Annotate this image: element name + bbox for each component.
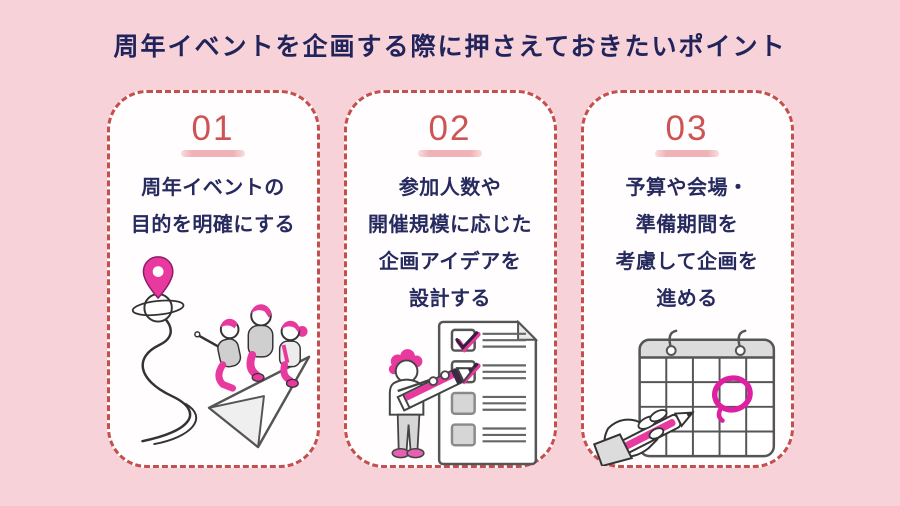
paper-plane-journey-illustration-icon — [131, 256, 311, 449]
page-title: 周年イベントを企画する際に押さえておきたいポイント — [113, 33, 787, 61]
number-underline — [418, 149, 482, 157]
card-02-number-block: 02 — [418, 109, 482, 157]
text-line: 目的を明確にする — [130, 213, 296, 236]
text-line: 設計する — [409, 287, 491, 310]
text-line: 準備期間を — [635, 213, 739, 236]
cards-row: 01 周年イベントの 目的を明確にする — [0, 90, 900, 468]
card-point-03: 03 予算や会場・ 準備期間を 考慮して企画を 進める — [580, 90, 794, 468]
text-line: 考慮して企画を — [615, 250, 759, 273]
card-02-number: 02 — [428, 109, 472, 148]
text-line: 開催規模に応じた — [368, 213, 532, 236]
checklist-illustration-icon — [388, 319, 539, 466]
calendar-circle-illustration-icon — [592, 329, 776, 466]
text-line: 周年イベントの — [141, 176, 285, 199]
card-point-01: 01 周年イベントの 目的を明確にする — [106, 90, 320, 468]
card-03-text: 予算や会場・ 準備期間を 考慮して企画を 進める — [616, 170, 759, 318]
card-03-number: 03 — [665, 109, 709, 148]
card-02-text: 参加人数や 開催規模に応じた 企画アイデアを 設計する — [368, 170, 532, 318]
card-03-number-block: 03 — [655, 109, 719, 157]
text-line: 参加人数や — [398, 176, 502, 199]
text-line: 進める — [656, 287, 718, 310]
infographic-page: 周年イベントを企画する際に押さえておきたいポイント 01 周年イベントの 目的を… — [0, 33, 900, 468]
card-01-number-block: 01 — [181, 109, 245, 157]
text-line: 予算や会場・ — [625, 176, 749, 199]
card-01-number: 01 — [191, 109, 235, 148]
card-point-02: 02 参加人数や 開催規模に応じた 企画アイデアを 設計する — [343, 90, 557, 468]
text-line: 企画アイデアを — [378, 250, 522, 273]
number-underline — [181, 149, 245, 157]
card-01-text: 周年イベントの 目的を明確にする — [131, 170, 295, 244]
number-underline — [655, 149, 719, 157]
